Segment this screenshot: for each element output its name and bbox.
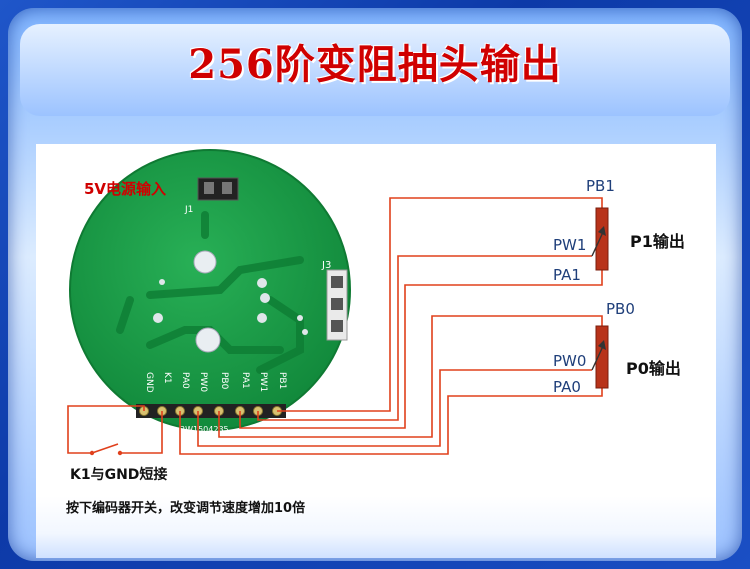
- switch-label: K1与GND短接: [70, 466, 167, 483]
- wire-pb1: [277, 197, 603, 412]
- power-label: 5V电源输入: [84, 180, 166, 198]
- wire-pa0: [179, 388, 603, 455]
- pot1-output-label: P1输出: [630, 232, 685, 251]
- pot1-top-label: PB1: [586, 177, 615, 195]
- wire-pb0: [218, 315, 603, 438]
- wire-k1: [122, 411, 163, 454]
- pot0-bottom-label: PA0: [553, 378, 581, 396]
- model-label: 2W1504235: [180, 425, 229, 434]
- j1-label: J1: [184, 205, 193, 215]
- pin-label-pb1: PB1: [277, 372, 287, 389]
- pin-label-pw1: PW1: [258, 372, 268, 392]
- potentiometer-p1: [591, 207, 609, 271]
- pot1-bottom-label: PA1: [553, 266, 581, 284]
- pin-labels: GND K1 PA0 PW0 PB0 PA1 PW1 PB1: [144, 372, 287, 393]
- pin-label-pw0: PW0: [198, 372, 208, 392]
- potentiometer-p0: [591, 325, 609, 389]
- note-text: 按下编码器开关，改变调节速度增加10倍: [66, 500, 305, 516]
- pot0-output-label: P0输出: [626, 359, 681, 378]
- note-band: [36, 496, 716, 558]
- pin-label-pa1: PA1: [240, 372, 250, 389]
- wire-pa1: [239, 270, 603, 429]
- switch-blade: [91, 443, 119, 454]
- pot0-wiper-label: PW0: [553, 352, 586, 370]
- pot1-wiper-label: PW1: [553, 236, 586, 254]
- pin-label-k1: K1: [162, 372, 172, 384]
- pin-label-pa0: PA0: [180, 372, 190, 389]
- wires: [67, 197, 603, 455]
- pot0-top-label: PB0: [606, 300, 635, 318]
- pin-label-gnd: GND: [144, 372, 154, 393]
- wire-pw0: [197, 369, 592, 447]
- wire-pw1: [257, 255, 592, 421]
- wire-gnd: [67, 405, 145, 454]
- pcb-board: [69, 149, 351, 431]
- switch-contact-b: [117, 450, 123, 456]
- switch-contact-a: [89, 450, 95, 456]
- pin-label-pb0: PB0: [219, 372, 229, 390]
- j3-label: J3: [321, 260, 331, 271]
- title-band: [20, 24, 730, 116]
- page-title: 256阶变阻抽头输出: [188, 41, 562, 88]
